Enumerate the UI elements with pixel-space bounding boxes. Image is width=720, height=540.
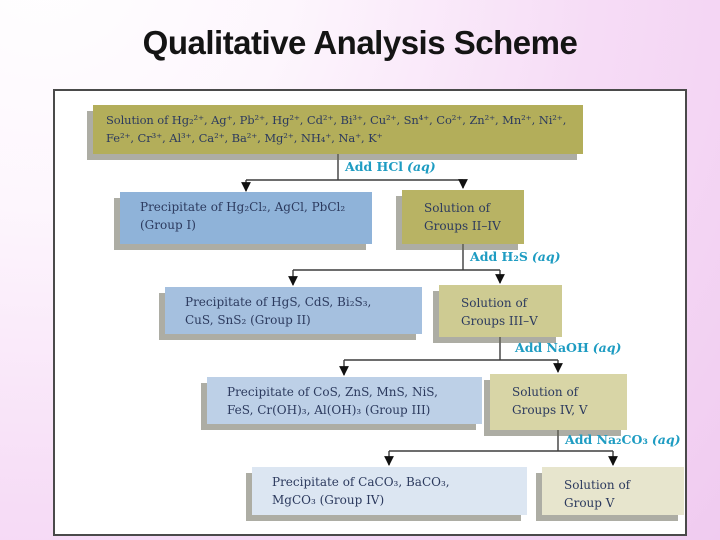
- reagent-label-hcl: Add HCl(aq): [345, 159, 436, 174]
- aqueous-tag: (aq): [592, 340, 622, 355]
- reagent-label-h2s: Add H₂S(aq): [470, 249, 561, 264]
- node-group2-precipitate: Precipitate of HgS, CdS, Bi₂S₃, CuS, SnS…: [165, 287, 422, 334]
- aqueous-tag: (aq): [407, 159, 436, 174]
- reagent-text: Add HCl: [345, 159, 404, 174]
- aqueous-tag: (aq): [651, 432, 681, 447]
- reagent-text: Add Na₂CO₃: [565, 432, 648, 447]
- diagram-panel: Solution of Hg₂²⁺, Ag⁺, Pb²⁺, Hg²⁺, Cd²⁺…: [53, 89, 687, 536]
- node-group4-precipitate: Precipitate of CaCO₃, BaCO₃, MgCO₃ (Grou…: [252, 467, 527, 515]
- node-solution-groups-3-5: Solution of Groups III–V: [439, 285, 562, 337]
- node-source-solution: Solution of Hg₂²⁺, Ag⁺, Pb²⁺, Hg²⁺, Cd²⁺…: [93, 105, 583, 154]
- node-group1-precipitate: Precipitate of Hg₂Cl₂, AgCl, PbCl₂ (Grou…: [120, 192, 372, 244]
- reagent-label-naoh: Add NaOH(aq): [515, 340, 621, 355]
- node-solution-group-5: Solution of Group V: [542, 467, 684, 515]
- flow-connector-lines: [241, 154, 618, 466]
- reagent-text: Add NaOH: [515, 340, 589, 355]
- aqueous-tag: (aq): [531, 249, 561, 264]
- node-solution-groups-2-4: Solution of Groups II–IV: [402, 190, 524, 244]
- node-group3-precipitate: Precipitate of CoS, ZnS, MnS, NiS, FeS, …: [207, 377, 482, 424]
- page-title: Qualitative Analysis Scheme: [142, 24, 578, 61]
- reagent-text: Add H₂S: [470, 249, 528, 264]
- reagent-label-na2co3: Add Na₂CO₃(aq): [565, 432, 681, 447]
- node-solution-groups-4-5: Solution of Groups IV, V: [490, 374, 627, 430]
